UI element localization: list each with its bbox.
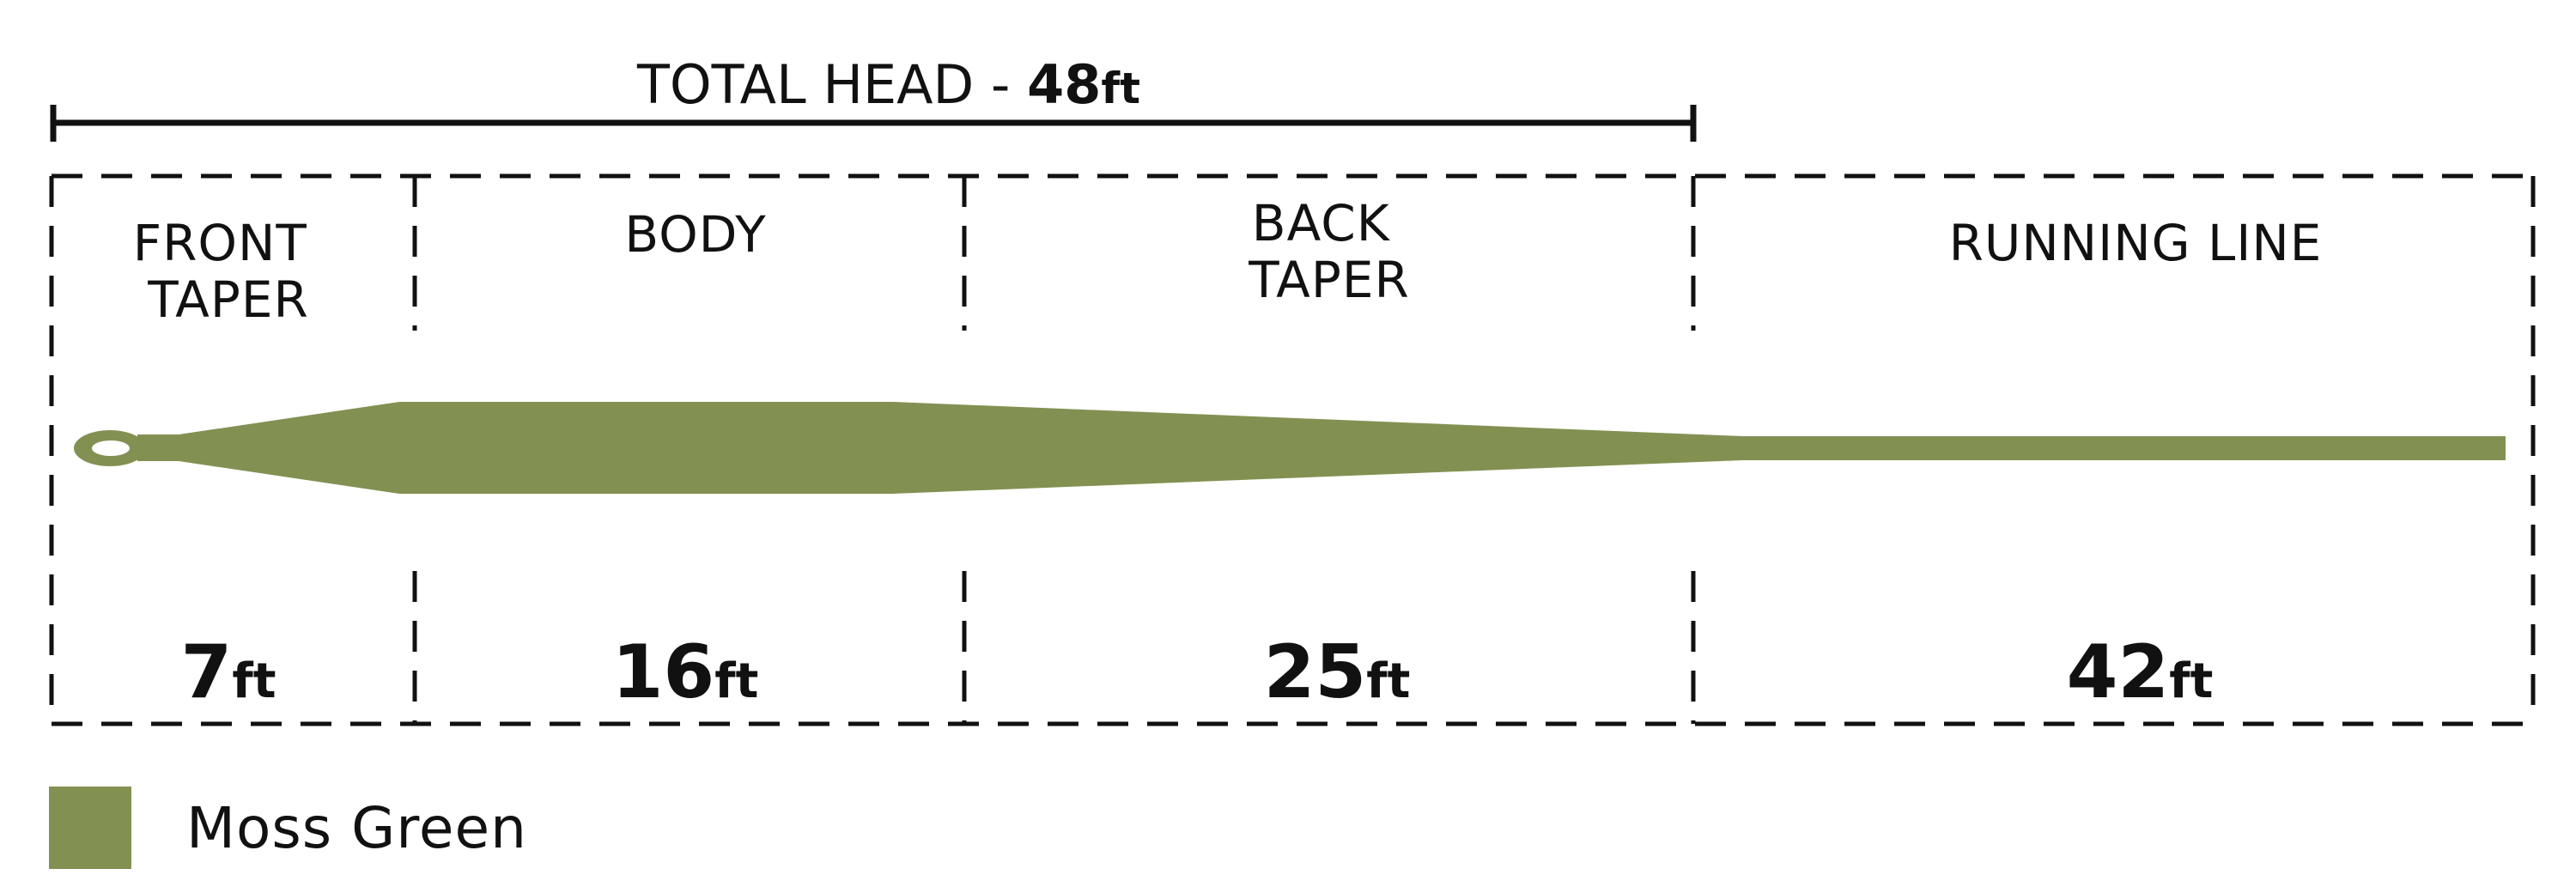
welded-loop-hole	[92, 440, 130, 456]
section-label-body: BODY	[624, 205, 766, 264]
color-legend: Moss Green	[49, 787, 527, 869]
section-label-running-line: RUNNING LINE	[1949, 214, 2323, 272]
section-length-running-line: 42ft	[2067, 629, 2214, 715]
section-label-back-taper: BACK TAPER	[1248, 194, 1410, 309]
section-boxes	[49, 173, 2536, 726]
total-head-title: TOTAL HEAD - 48ft	[636, 53, 1140, 116]
total-head-bracket	[50, 105, 1697, 142]
line-taper-shape	[137, 402, 2506, 494]
section-length-front-taper: 7ft	[181, 629, 276, 715]
section-length-back-taper: 25ft	[1264, 629, 1411, 715]
legend-swatch	[49, 787, 131, 869]
fly-line-profile	[74, 402, 2506, 494]
legend-label: Moss Green	[186, 794, 527, 861]
section-length-body: 16ft	[612, 629, 759, 715]
section-label-front-taper: FRONT TAPER	[133, 214, 325, 329]
